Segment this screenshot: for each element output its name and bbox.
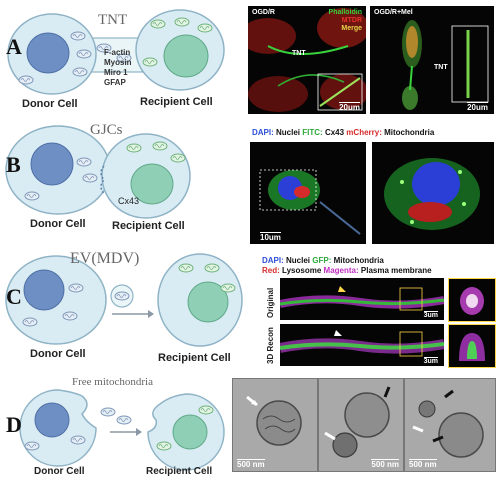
row-label-original: Original [266,287,275,318]
micrograph-ogdr: OGD/R Phalloidin MTDR Merge TNT 20um [248,6,366,114]
scale-bar: 500 nm [237,459,265,469]
panel-d-title: Free mitochondria [72,376,153,388]
panel-b-legend: DAPI: Nuclei FITC: Cx43 mCherry: Mitocho… [252,128,434,137]
micrograph-ev-3d-recon: 3um [280,324,444,366]
legend-mitochondria: Mitochondria [333,256,384,265]
em-image-1: 500 nm [232,378,318,472]
donor-nucleus-b [30,142,74,186]
recipient-cell-label-d: Recipient Cell [146,466,213,477]
panel-b-title: GJCs [90,122,123,138]
legend-dapi: DAPI: [252,128,274,137]
condition-label: OGD/R [252,9,275,16]
panel-a-letter: A [6,34,22,59]
legend-plasma-membrane: Plasma membrane [360,266,432,275]
protein-label: Miro 1 [104,68,128,77]
donor-cell-label-c: Donor Cell [30,348,86,360]
donor-nucleus-d [34,402,70,438]
tnt-protein-list: F-actin Myosin Miro 1 GFAP [104,48,132,88]
legend-magenta: Magenta: [323,266,359,275]
legend-mcherry: mCherry: [346,128,382,137]
panel-d-schematic [19,389,225,471]
micrograph-ogdr-mel: OGD/R+Mel TNT 20um [370,6,494,114]
legend-phalloidin: Phalloidin [328,9,362,16]
donor-cell-label-a: Donor Cell [22,98,78,110]
condition-label: OGD/R+Mel [374,9,413,16]
legend-merge: Merge [341,25,362,32]
cx43-label: Cx43 [118,196,140,206]
donor-nucleus-a [26,32,70,74]
recipient-nucleus-d [172,414,208,450]
legend-nuclei: Nuclei [286,256,311,265]
micrograph-ev-3d-recon-zoom [448,324,496,368]
panel-b-letter: B [6,152,21,177]
legend-cx43: Cx43 [324,128,345,137]
protein-label: GFAP [104,78,126,87]
gap-junction-channels [100,165,105,195]
micrograph-ev-original-zoom [448,278,496,322]
panel-d-letter: D [6,412,22,437]
panel-c-letter: C [6,284,22,309]
tnt-arrow-label: TNT [434,64,448,71]
tnt-arrow-label: TNT [292,50,306,57]
recipient-nucleus-b [130,163,174,205]
legend-dapi: DAPI: [262,256,284,265]
legend-nuclei: Nuclei [276,128,301,137]
scale-bar: 20um [339,102,360,112]
legend-red: Red: [262,266,280,275]
legend-lysosome: Lysosome [282,266,322,275]
protein-label: F-actin [104,48,131,57]
donor-nucleus-c [23,269,65,311]
legend-gfp: GFP: [312,256,332,265]
donor-cell-label-b: Donor Cell [30,218,86,230]
panel-a-schematic [7,9,225,95]
panel-c-title: EV(MDV) [70,250,140,267]
scale-bar: 500 nm [371,459,399,469]
micrograph-gjc-overview: 10um [250,142,366,244]
panel-c-legend: DAPI: Nuclei GFP: Mitochondria Red: Lyso… [262,256,432,276]
row-label-3d-recon: 3D Recon [266,327,275,364]
recipient-cell-label-c: Recipient Cell [158,352,231,364]
micrograph-ev-original: 3um [280,278,444,320]
recipient-nucleus-a [163,34,209,78]
legend-mtdr: MTDR [341,17,362,24]
panel-c-schematic [5,253,243,347]
micrograph-gjc-zoom [372,142,494,244]
scale-bar: 20um [467,102,488,112]
recipient-cell-label-a: Recipient Cell [140,96,213,108]
scale-bar: 10um [260,232,281,242]
legend-fitc: FITC: [302,128,323,137]
panel-a-title: TNT [98,12,128,28]
scale-bar: 500 nm [409,459,437,469]
scale-bar: 3um [423,357,438,365]
recipient-cell-label-b: Recipient Cell [112,220,185,232]
stain-legend: Phalloidin MTDR Merge [329,9,362,33]
panel-b-schematic [5,125,191,219]
em-image-3: 500 nm [404,378,496,472]
donor-cell-label-d: Donor Cell [34,466,85,477]
legend-mitochondria: Mitochondria [384,128,435,137]
recipient-nucleus-c [187,281,229,323]
protein-label: Myosin [104,58,132,67]
em-image-2: 500 nm [318,378,404,472]
scale-bar: 3um [423,311,438,319]
